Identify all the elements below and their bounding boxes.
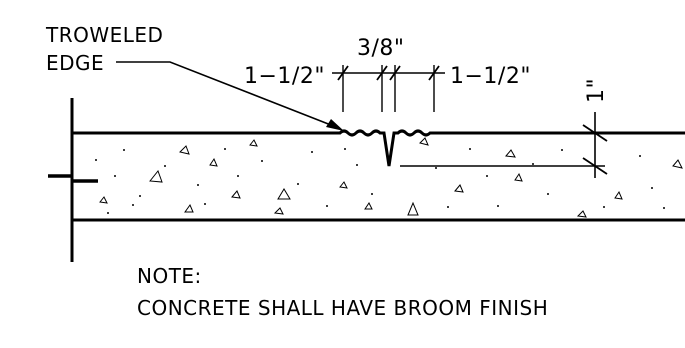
callout-line-1: TROWELED <box>45 23 163 47</box>
callout-line-2: EDGE <box>46 51 104 75</box>
concrete-dots <box>95 148 665 214</box>
callout-leader <box>116 61 344 131</box>
dim-depth-label: 1" <box>584 78 609 103</box>
note-body: CONCRETE SHALL HAVE BROOM FINISH <box>137 296 548 320</box>
slab-top-edge <box>72 129 685 167</box>
depth-dimension <box>400 112 608 178</box>
dim-right-label: 1−1/2" <box>450 64 531 89</box>
break-symbol <box>48 174 98 183</box>
note-heading: NOTE: <box>137 264 202 288</box>
dim-groove-label: 3/8" <box>357 36 405 61</box>
concrete-hatch <box>99 137 683 218</box>
horizontal-dimension <box>332 65 445 112</box>
dim-left-label: 1−1/2" <box>244 64 325 89</box>
